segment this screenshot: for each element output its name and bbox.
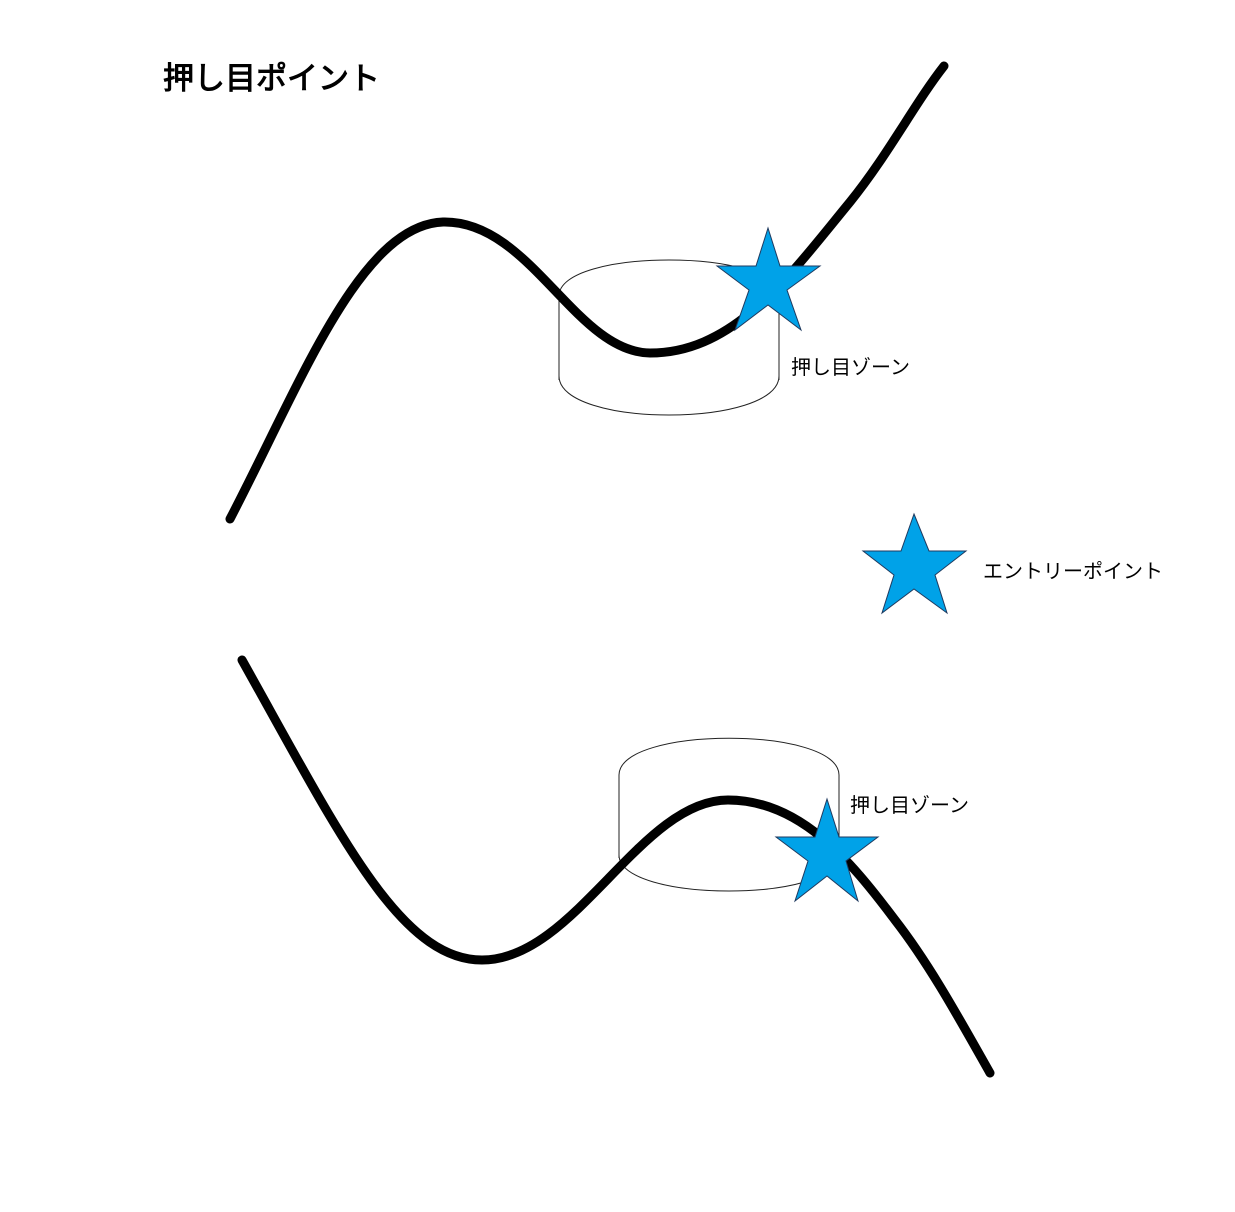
- downtrend-price-line: [237, 655, 995, 1078]
- zone-cylinder-top-base: [558, 375, 780, 416]
- page-title: 押し目ポイント: [163, 61, 380, 97]
- star-icon: [715, 226, 822, 332]
- uptrend-price-line: [225, 61, 949, 524]
- star-icon: [774, 797, 880, 903]
- entry-point-legend-label: エントリーポイント: [983, 559, 1163, 583]
- star-icon: [861, 512, 968, 615]
- pullback-zone-label-top: 押し目ゾーン: [791, 355, 910, 379]
- zone-cylinder-bottom-rim: [618, 737, 840, 858]
- pullback-zone-label-bottom: 押し目ゾーン: [850, 793, 969, 817]
